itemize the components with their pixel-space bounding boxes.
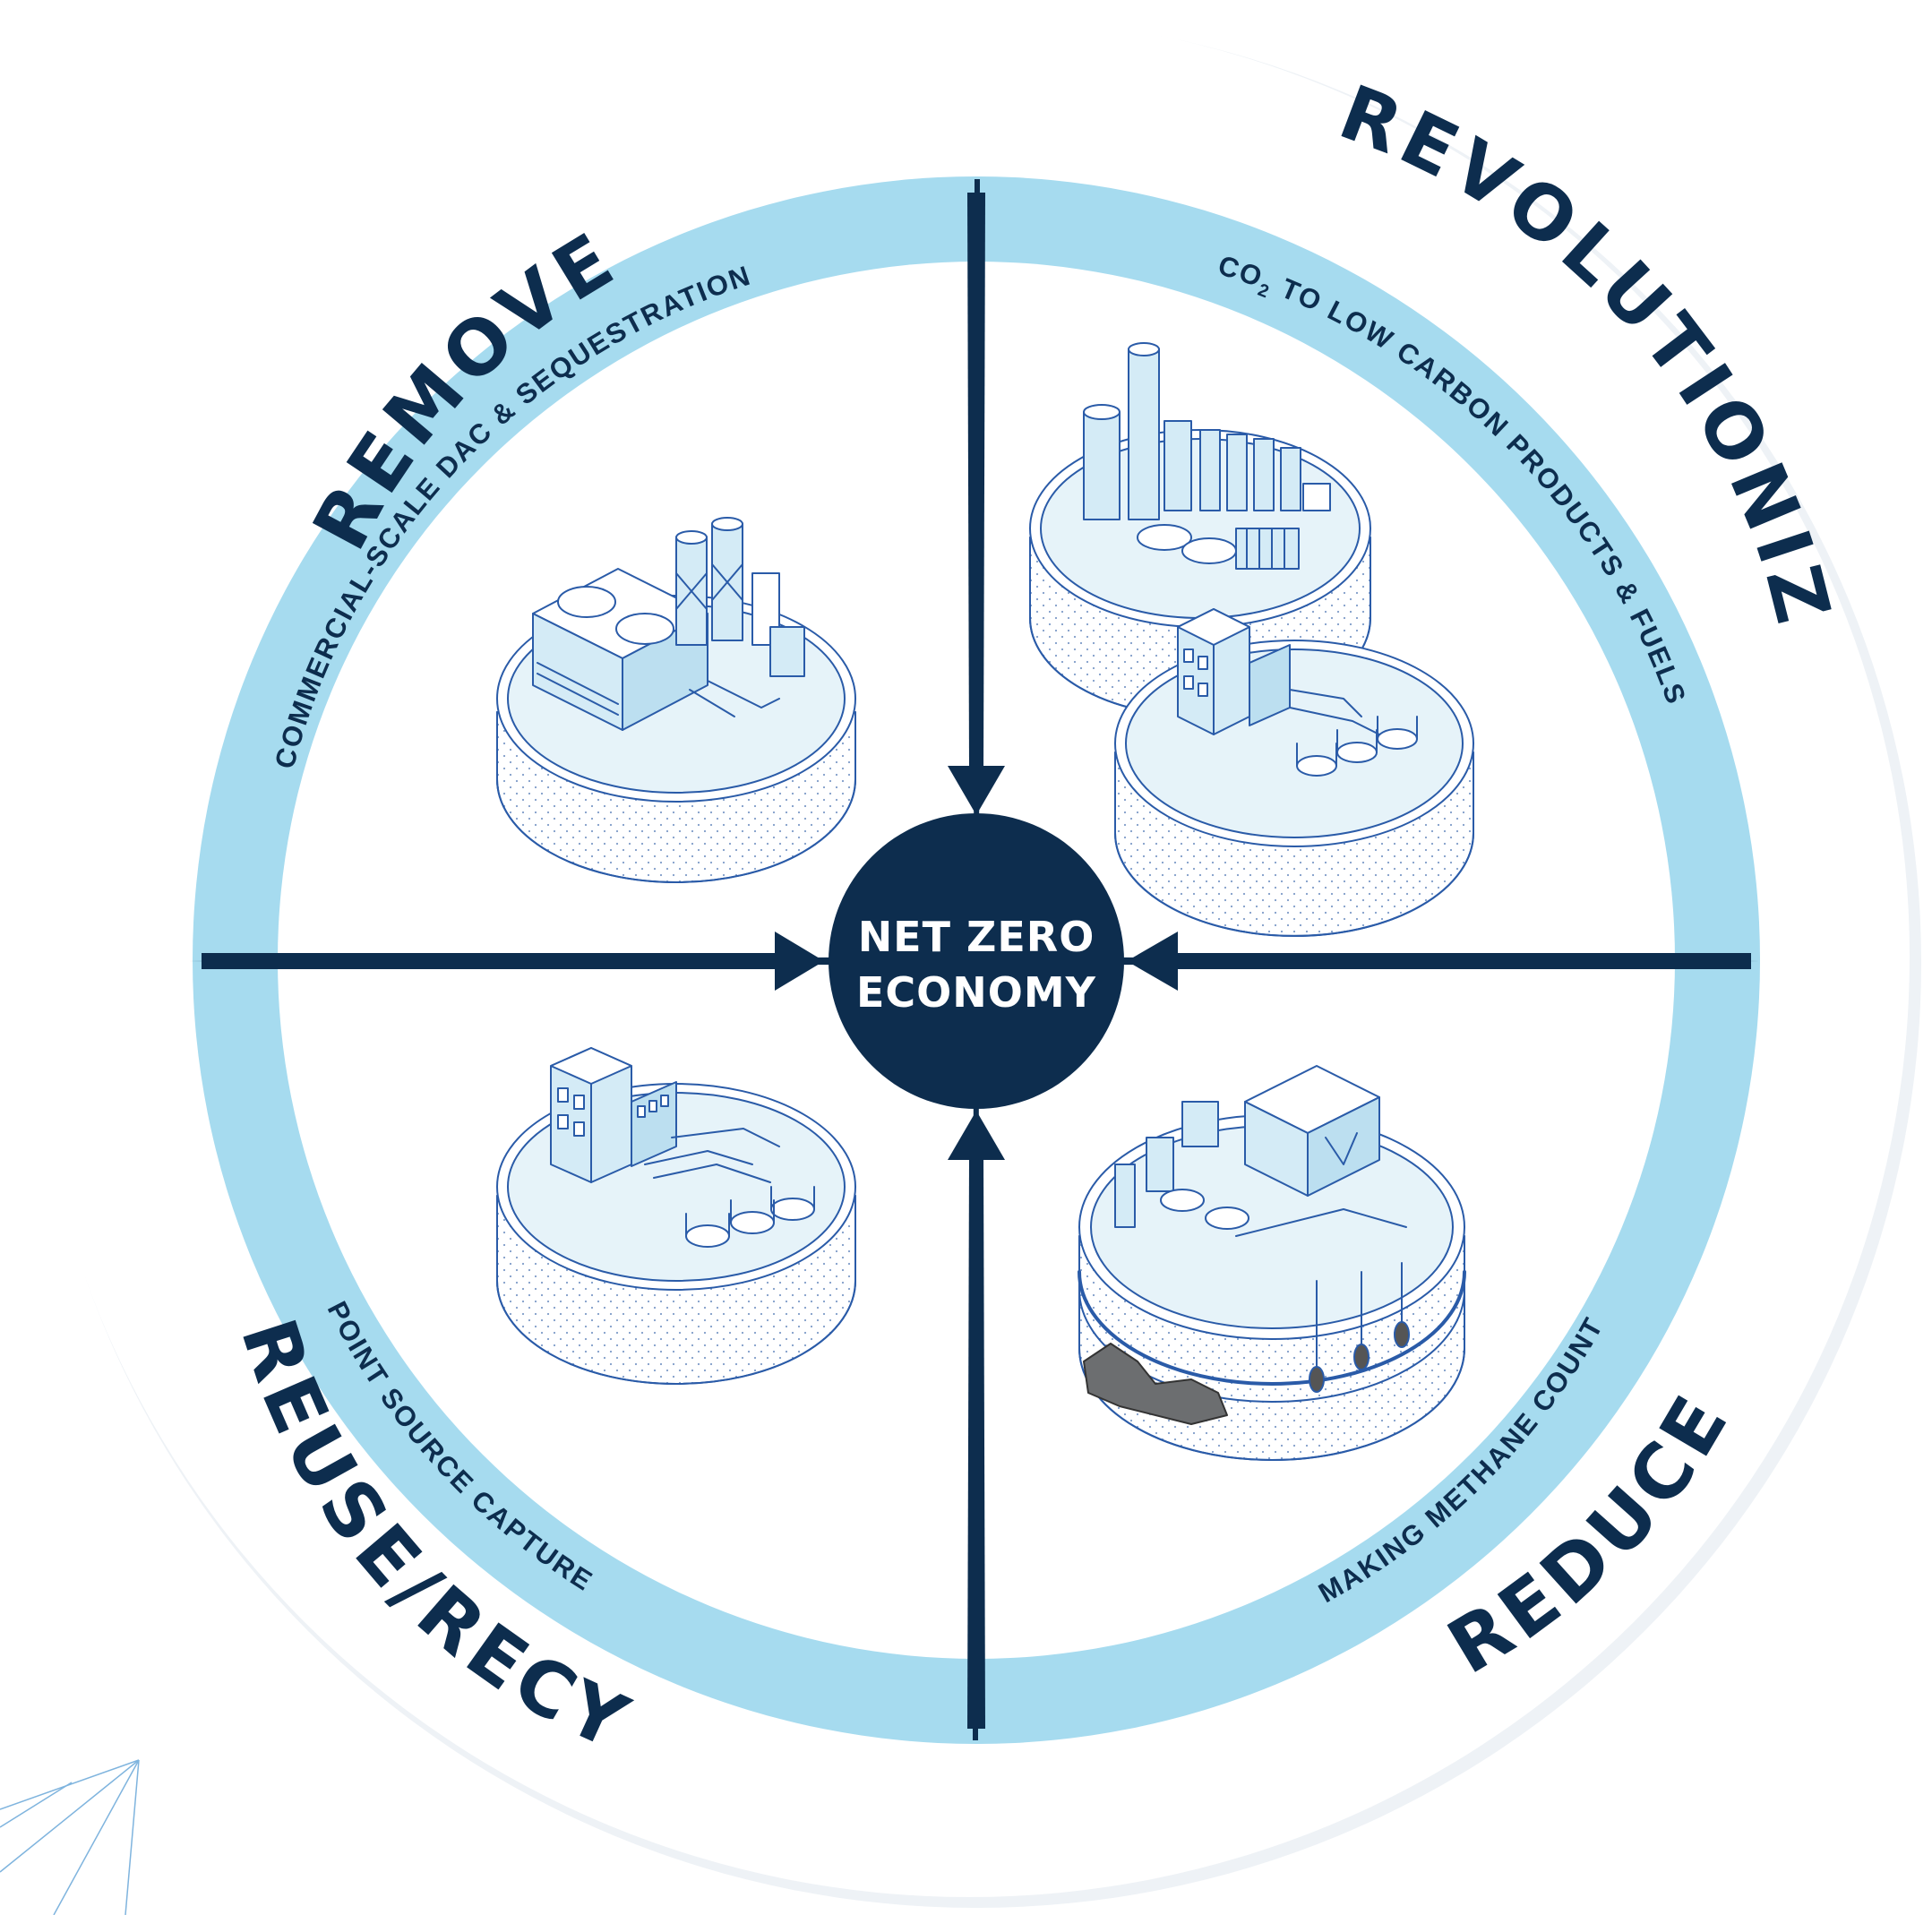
arrow-from-left xyxy=(202,932,824,991)
arrow-from-right xyxy=(1127,932,1751,991)
arrow-from-top xyxy=(948,193,1005,815)
center-circle xyxy=(829,813,1124,1109)
corner-decoration xyxy=(0,1759,140,1915)
dac-plant-icon xyxy=(496,517,856,883)
center-label-line2: ECONOMY xyxy=(856,968,1096,1017)
arrow-from-bottom xyxy=(948,1111,1005,1729)
center-label-line1: NET ZERO xyxy=(858,913,1095,961)
methane-well-icon xyxy=(1078,1065,1466,1461)
capture-plant-icon xyxy=(496,1047,856,1385)
refinery-icon xyxy=(1029,342,1474,937)
